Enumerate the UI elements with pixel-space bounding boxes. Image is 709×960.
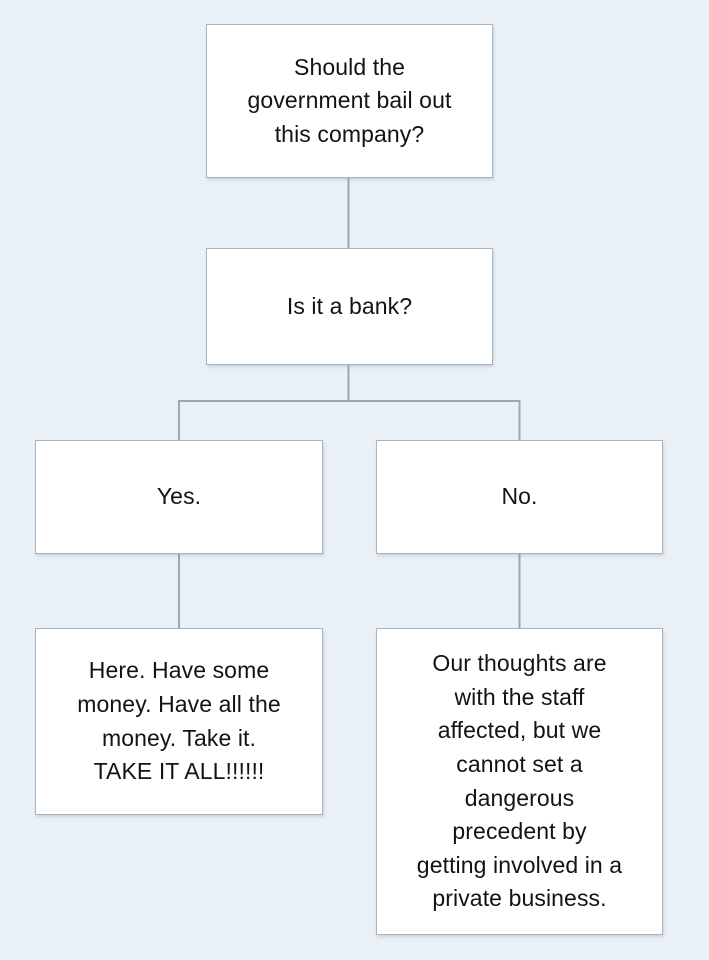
- node-no-outcome-label: Our thoughts are with the staff affected…: [416, 650, 623, 912]
- node-no-label: No.: [501, 483, 538, 510]
- node-no[interactable]: No.: [376, 440, 663, 554]
- node-yes-outcome[interactable]: Here. Have some money. Have all the mone…: [35, 628, 323, 815]
- node-yes-label: Yes.: [156, 483, 202, 510]
- node-yes-outcome-label: Here. Have some money. Have all the mone…: [77, 657, 281, 785]
- node-is-it-a-bank[interactable]: Is it a bank?: [206, 248, 493, 365]
- node-no-outcome[interactable]: Our thoughts are with the staff affected…: [376, 628, 663, 935]
- node-is-it-a-bank-label: Is it a bank?: [286, 292, 413, 319]
- node-yes[interactable]: Yes.: [35, 440, 323, 554]
- node-root-question[interactable]: Should the government bail out this comp…: [206, 24, 493, 178]
- node-root-question-label: Should the government bail out this comp…: [247, 54, 452, 147]
